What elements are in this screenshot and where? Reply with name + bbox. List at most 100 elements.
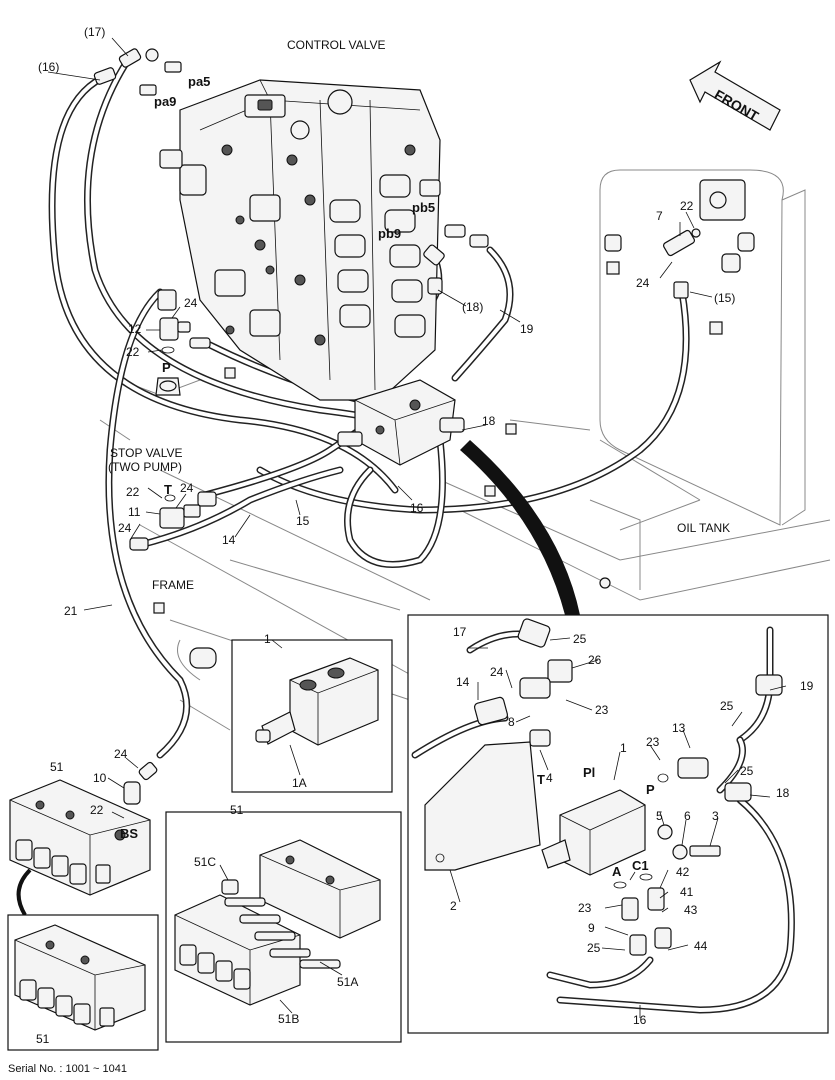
callout-51a: 51A xyxy=(337,975,358,989)
fitting-11 xyxy=(129,491,217,551)
port-pa5: pa5 xyxy=(188,74,210,89)
callout-51b: 51B xyxy=(278,1012,299,1026)
serial-number: Serial No. : 1001 ~ 1041 xyxy=(8,1063,127,1075)
text-labels: CONTROL VALVE FRONT STOP VALVE (TWO PUMP… xyxy=(8,25,814,1075)
inset-box-51 xyxy=(7,914,159,1051)
leader-lines xyxy=(47,37,787,1018)
port-c1-detail: C1 xyxy=(632,858,649,873)
detail-callout-1: 1 xyxy=(620,741,627,755)
callout-21: 21 xyxy=(64,604,78,618)
detail-callout-43: 43 xyxy=(684,903,698,917)
detail-callout-24: 24 xyxy=(490,665,504,679)
callout-11: 11 xyxy=(128,505,141,519)
callout-51-box: 51 xyxy=(230,803,244,817)
callout-18-main: (18) xyxy=(462,300,483,314)
detail-callout-17: 17 xyxy=(453,625,467,639)
stop-valve-block-main xyxy=(337,379,465,466)
detail-callout-16: 16 xyxy=(633,1013,647,1027)
tank-fitting-7 xyxy=(663,228,701,299)
callout-15-mid: 15 xyxy=(296,514,310,528)
detail-callout-4: 4 xyxy=(546,771,553,785)
control-valve xyxy=(159,79,441,401)
detail-callout-13: 13 xyxy=(672,721,686,735)
pa-fittings xyxy=(93,48,182,96)
detail-callout-42: 42 xyxy=(676,865,690,879)
detail-box-1 xyxy=(231,639,393,793)
callout-14-main: 14 xyxy=(222,533,236,547)
detail-callout-23-a: 23 xyxy=(595,703,609,717)
detail-box-right xyxy=(407,614,829,1034)
callout-22-tank: 22 xyxy=(680,199,694,213)
callout-17-main: (17) xyxy=(84,25,105,39)
port-pb9: pb9 xyxy=(378,226,401,241)
valve-spools xyxy=(179,144,426,346)
callout-7: 7 xyxy=(656,209,663,223)
fitting-12 xyxy=(155,289,211,396)
port-p-upper: P xyxy=(162,360,171,375)
detail-callout-9: 9 xyxy=(588,921,595,935)
label-frame: FRAME xyxy=(152,578,194,592)
callout-16-main: (16) xyxy=(38,60,59,74)
label-oil-tank: OIL TANK xyxy=(677,521,730,535)
title-control-valve: CONTROL VALVE xyxy=(287,38,385,52)
callout-24-upper: 24 xyxy=(184,296,198,310)
port-a-detail: A xyxy=(612,864,622,879)
callout-15-main: (15) xyxy=(714,291,735,305)
callout-22-upper: 22 xyxy=(126,345,140,359)
machine-frame xyxy=(99,367,831,731)
callout-22-stop: 22 xyxy=(126,485,140,499)
callout-1-box: 1 xyxy=(264,632,271,646)
detail-callout-23-c: 23 xyxy=(578,901,592,915)
hose-stop-lower xyxy=(136,466,344,549)
detail-callout-44: 44 xyxy=(694,939,708,953)
callout-22-lower: 22 xyxy=(90,803,104,817)
hose-19 xyxy=(451,246,514,382)
port-bs: BS xyxy=(120,826,138,841)
detail-callout-18: 18 xyxy=(776,786,790,800)
hose-21 xyxy=(105,288,191,759)
detail-callout-2: 2 xyxy=(450,899,457,913)
port-t-stop: T xyxy=(164,482,172,497)
hose-16 xyxy=(48,74,399,494)
pb-fittings xyxy=(423,224,489,295)
callout-1a: 1A xyxy=(292,776,307,790)
front-arrow xyxy=(689,60,781,131)
detail-callout-25-b: 25 xyxy=(720,699,734,713)
label-stop-valve: STOP VALVE xyxy=(110,446,182,460)
detail-callout-25-a: 25 xyxy=(573,632,587,646)
callout-12: 12 xyxy=(128,322,142,336)
black-leader xyxy=(460,440,580,615)
port-pa9: pa9 xyxy=(154,94,176,109)
port-t-detail: T xyxy=(537,772,545,787)
callout-24-tank: 24 xyxy=(636,276,650,290)
detail-callout-19: 19 xyxy=(800,679,814,693)
detail-callout-25-d: 25 xyxy=(587,941,601,955)
callout-51-left: 51 xyxy=(50,760,64,774)
detail-callout-41: 41 xyxy=(680,885,694,899)
detail-callout-23-b: 23 xyxy=(646,735,660,749)
port-pl-detail: Pl xyxy=(583,765,595,780)
detail-callout-26: 26 xyxy=(588,653,602,667)
detail-callout-8: 8 xyxy=(508,715,515,729)
callout-51-inset: 51 xyxy=(36,1032,50,1046)
port-pb5: pb5 xyxy=(412,200,435,215)
label-stop-valve-sub: (TWO PUMP) xyxy=(108,460,182,474)
detail-callout-3: 3 xyxy=(712,809,719,823)
callout-24-stop-b: 24 xyxy=(118,521,132,535)
callout-24-lower: 24 xyxy=(114,747,128,761)
callout-16-mid: 16 xyxy=(410,501,424,515)
detail-callout-25-c: 25 xyxy=(740,764,754,778)
detail-box-51 xyxy=(165,811,402,1043)
detail-callout-6: 6 xyxy=(684,809,691,823)
detail-callout-5: 5 xyxy=(656,809,663,823)
oil-tank xyxy=(599,169,806,526)
callout-18-mid: 18 xyxy=(482,414,496,428)
detail-callout-14: 14 xyxy=(456,675,470,689)
callout-10: 10 xyxy=(93,771,107,785)
callout-24-stop-a: 24 xyxy=(180,481,194,495)
valve-bank-51 xyxy=(9,779,151,917)
hose-15 xyxy=(256,288,690,514)
callout-19-main: 19 xyxy=(520,322,534,336)
